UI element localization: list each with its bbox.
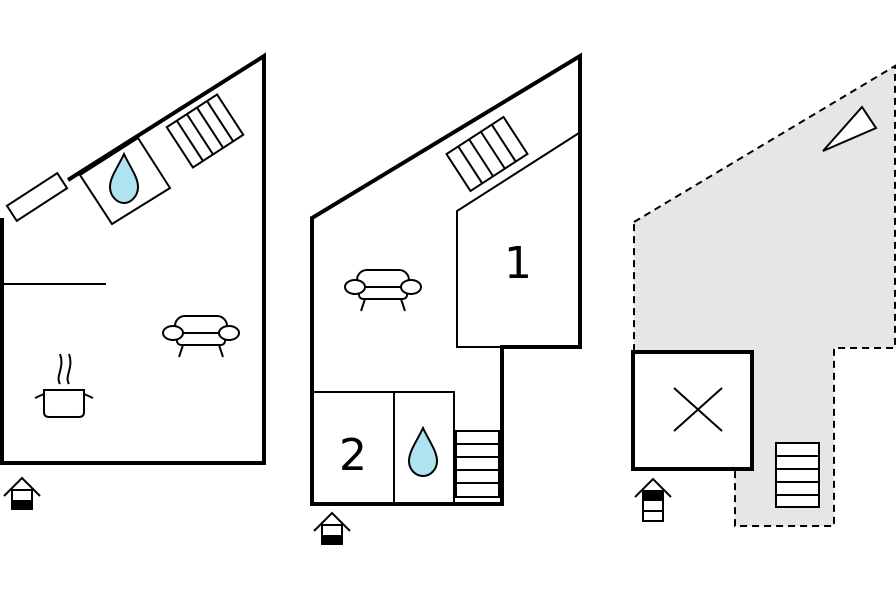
staircase-icon — [165, 93, 245, 169]
staircase-icon — [445, 115, 529, 193]
floor-plan-upper: 1 2 — [310, 52, 582, 545]
sofa-icon — [344, 269, 422, 312]
staircase-icon — [455, 430, 500, 498]
room-label-2: 2 — [339, 430, 367, 481]
triangle-icon — [822, 105, 878, 152]
sofa-icon — [162, 315, 240, 358]
entrance-icon — [3, 476, 41, 510]
entrance-icon — [634, 477, 672, 522]
cross-icon — [631, 350, 754, 471]
entrance-icon — [313, 511, 351, 545]
cooking-pot-icon — [34, 353, 94, 418]
room-label-1: 1 — [504, 238, 532, 289]
staircase-icon — [775, 442, 820, 508]
floor-plan-ground — [0, 52, 266, 510]
room-2-walls — [312, 391, 455, 504]
window-icon — [5, 171, 69, 223]
room-1-walls — [456, 132, 580, 348]
water-drop-icon — [407, 425, 439, 478]
water-drop-icon — [78, 136, 172, 226]
outer-walls — [0, 52, 266, 465]
outdoor-area-plan — [631, 64, 896, 527]
